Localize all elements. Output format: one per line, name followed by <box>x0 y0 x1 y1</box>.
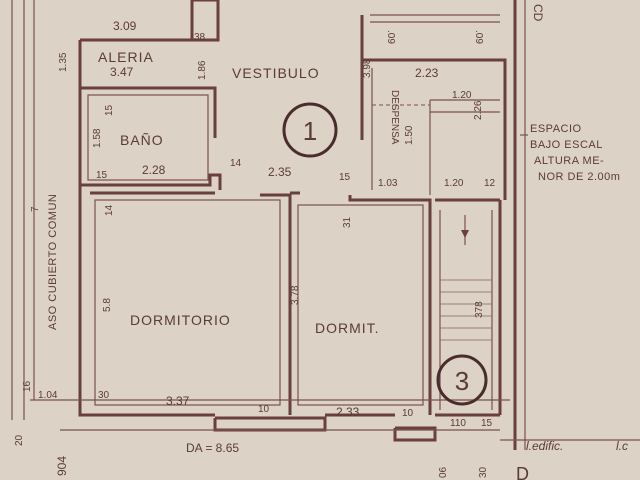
dim-galeria-w: 3.09 <box>113 19 137 33</box>
dim-7: 7 <box>30 206 41 212</box>
espacio-note: ESPACIO BAJO ESCAL ALTURA ME- NOR DE 2.0… <box>530 123 620 183</box>
dim-378: 3.78 <box>290 285 301 305</box>
stair-treads <box>440 279 492 341</box>
dim-150: 1.50 <box>404 125 415 145</box>
bano-inner <box>87 94 209 181</box>
dim-14-bano: 14 <box>230 158 242 169</box>
dim-galeria-d: 3.47 <box>110 65 134 79</box>
espacio-line-1: ESPACIO <box>530 123 582 135</box>
dim-dormit-w: 2.33 <box>336 405 360 419</box>
unit-3-circle <box>436 354 488 406</box>
dim-30-bottom: 30 <box>478 466 489 478</box>
dim-10a: 10 <box>258 404 270 415</box>
dim-despensa-w: 2.23 <box>415 66 439 80</box>
dim-235: 2.35 <box>268 165 292 179</box>
dim-dorm-w: 3.37 <box>166 394 190 408</box>
unit-1-label: 1 <box>303 116 317 146</box>
dim-120-mid: 1.20 <box>444 178 464 189</box>
dim-904: 904 <box>55 456 69 476</box>
top-column <box>190 0 220 42</box>
cd-label: CD <box>531 4 545 22</box>
door-threshold-right <box>393 426 437 442</box>
dorm-partition <box>260 193 292 415</box>
espacio-line-4: NOR DE 2.00m <box>538 171 620 183</box>
dormitorio-inner <box>94 199 281 406</box>
dim-bano-w: 2.28 <box>142 163 166 177</box>
dim-16: 16 <box>22 380 33 392</box>
dormitorio-label: DORMITORIO <box>130 312 231 328</box>
common-area-label: ASO CUBIERTO COMUN <box>47 194 59 330</box>
despensa-label: DESPENSA <box>389 90 400 145</box>
espacio-line-3: ALTURA ME- <box>534 155 604 167</box>
bano-wall-top <box>80 86 217 138</box>
dim-30: 30 <box>98 390 110 401</box>
dim-110: 110 <box>450 418 466 429</box>
vestibulo-label: VESTIBULO <box>232 65 320 81</box>
dim-398: 3.98 <box>362 58 373 78</box>
espacio-line-2: BAJO ESCAL <box>530 139 603 151</box>
dim-15-bot: 15 <box>481 418 493 429</box>
dim-09-left: .09 <box>385 30 396 44</box>
stair-arrow-head <box>461 230 469 238</box>
dormit-label: DORMIT. <box>315 320 380 336</box>
dim-135: 1.35 <box>58 52 69 72</box>
unit-1-circle <box>282 102 338 158</box>
unit-3-label: 3 <box>455 366 469 396</box>
dim-09-right: .09 <box>473 30 484 44</box>
edificio-label: l.edific. <box>526 439 563 453</box>
dim-20: 20 <box>14 434 25 446</box>
dim-14-dorm: 14 <box>104 204 115 216</box>
dim-bano-15a: 15 <box>104 104 115 116</box>
dim-120-top: 1.20 <box>452 90 472 101</box>
bano-wall-bottom <box>80 173 222 190</box>
dim-103: 1.03 <box>378 178 398 189</box>
dormit-inner <box>297 204 424 406</box>
galeria-label: ALERIA <box>98 49 154 65</box>
dim-12: 12 <box>484 178 496 189</box>
d-marker: D <box>516 464 529 480</box>
dim-bano-15b: 15 <box>96 170 108 181</box>
dim-158: 1.58 <box>92 128 103 148</box>
dim-38: 38 <box>194 32 206 43</box>
bano-label: BAÑO <box>120 132 164 148</box>
dim-15-mid: 15 <box>339 172 351 183</box>
dim-10b: 10 <box>402 408 414 419</box>
dim-stair-378: 378 <box>474 301 485 318</box>
dormit-wall <box>348 195 432 415</box>
despensa-wall-top <box>362 58 507 200</box>
dim-06: 06 <box>438 466 449 478</box>
dim-186: 1.86 <box>197 60 208 80</box>
dim-226: 2.26 <box>473 100 484 120</box>
outer-wall-left <box>78 40 215 417</box>
dim-31: 31 <box>342 216 353 228</box>
dim-da-total: DA = 8.65 <box>186 441 239 455</box>
edificio-label-2: l.c <box>616 439 628 453</box>
dim-58: 5.8 <box>102 298 113 312</box>
dim-104: 1.04 <box>38 390 58 401</box>
